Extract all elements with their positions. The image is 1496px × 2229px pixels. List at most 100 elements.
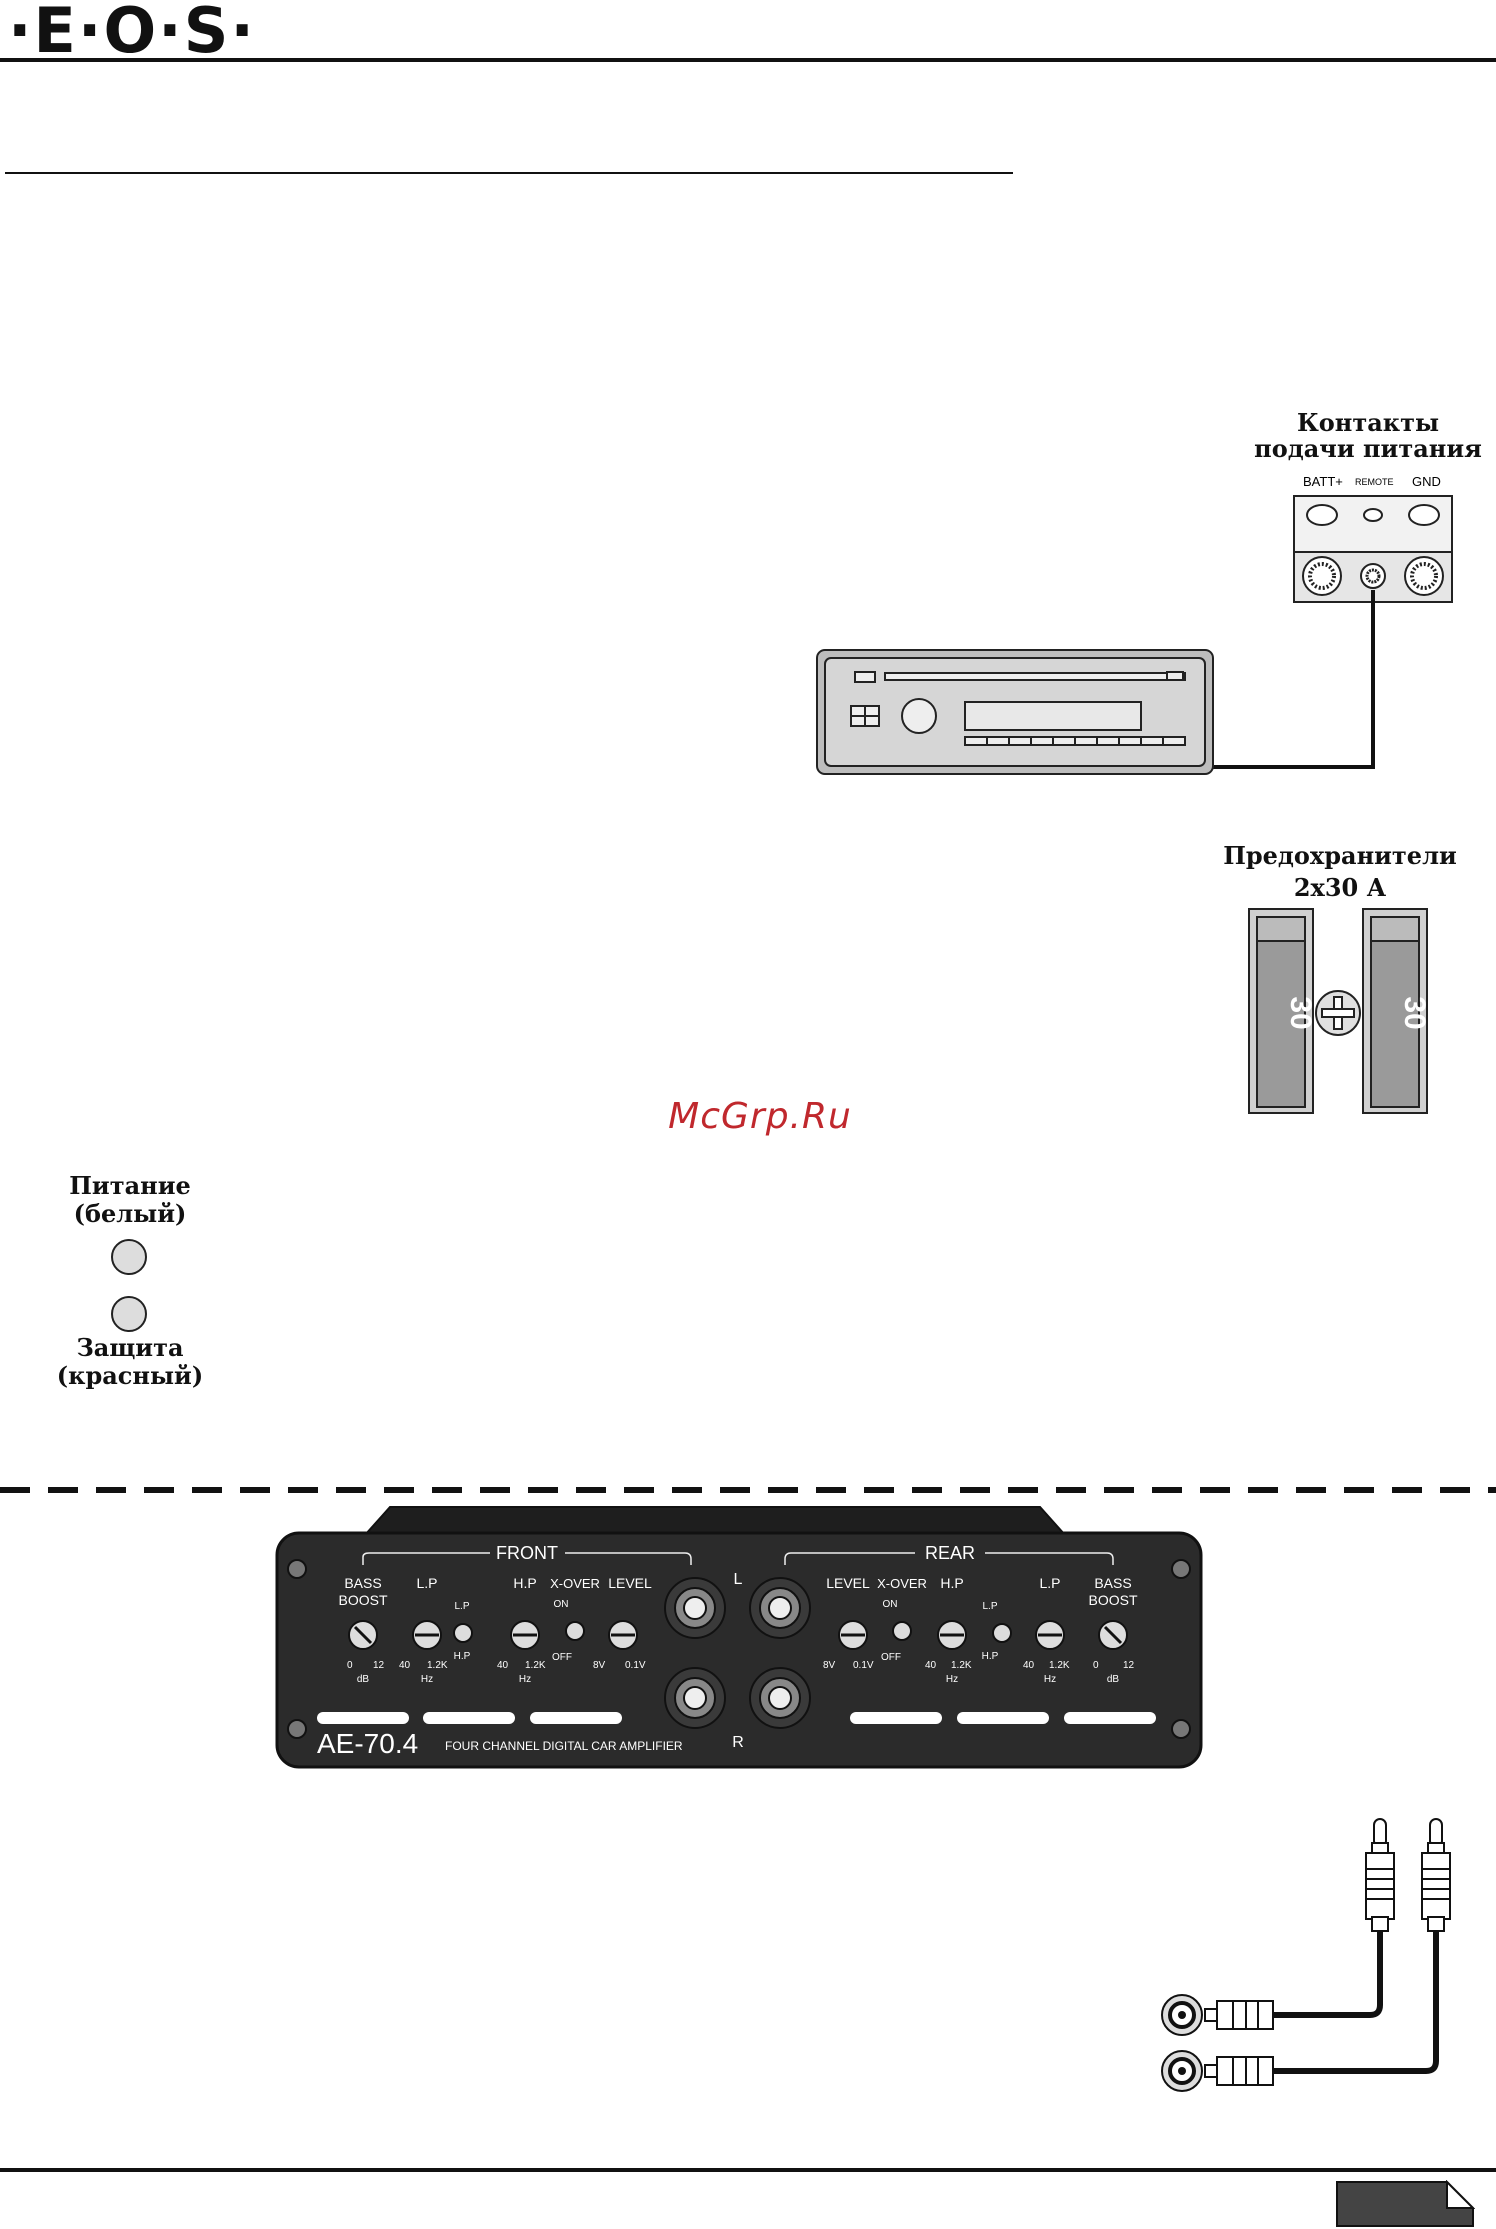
head-unit <box>816 649 1214 775</box>
rear-bass-scale-max: 12 <box>1123 1660 1135 1671</box>
front-lp-scale-unit: Hz <box>421 1674 433 1685</box>
fuse-left: 30 <box>1248 908 1317 1114</box>
rca-plug-vertical-2 <box>1421 1818 1451 1932</box>
power-led-label-line1: Питание <box>69 1171 191 1200</box>
front-lp-knob[interactable] <box>412 1620 442 1650</box>
front-bass-scale-unit: dB <box>357 1674 370 1685</box>
power-led-label-line2: (белый) <box>73 1199 187 1228</box>
front-filter-switch[interactable] <box>453 1623 473 1643</box>
front-lp-switch-label: L.P <box>454 1601 469 1612</box>
terminal-label-remote: REMOTE <box>1355 477 1394 487</box>
dashed-separator <box>0 1487 1496 1493</box>
front-lp-scale-max: 1.2K <box>427 1660 448 1671</box>
rca-front-left[interactable] <box>664 1577 726 1639</box>
rear-hp-scale-unit: Hz <box>946 1674 958 1685</box>
front-hp-scale-max: 1.2K <box>525 1660 546 1671</box>
front-bass-label-1: BASS <box>344 1575 381 1591</box>
front-level-scale-min: 8V <box>593 1660 606 1671</box>
model-description: FOUR CHANNEL DIGITAL CAR AMPLIFIER <box>445 1739 683 1753</box>
page-corner-tab <box>1336 2180 1475 2227</box>
front-xover-switch[interactable] <box>565 1621 585 1641</box>
power-terminals-title-line1: Контакты <box>1296 408 1440 437</box>
rear-level-knob[interactable] <box>838 1620 868 1650</box>
power-terminal-block: BATT+ REMOTE GND <box>1293 474 1453 603</box>
rear-filter-switch[interactable] <box>992 1623 1012 1643</box>
fuse-left-rating: 30 <box>1284 996 1317 1029</box>
front-level-knob[interactable] <box>608 1620 638 1650</box>
rear-lp-switch-label: L.P <box>982 1601 997 1612</box>
rear-xover-label: X-OVER <box>877 1576 927 1591</box>
fuses-title-line2: 2x30 А <box>1293 873 1387 902</box>
rca-cables <box>1161 1818 1451 2092</box>
front-hp-scale-unit: Hz <box>519 1674 531 1685</box>
front-label: FRONT <box>496 1543 558 1563</box>
front-bass-scale-max: 12 <box>373 1660 385 1671</box>
front-level-scale-max: 0.1V <box>625 1660 646 1671</box>
header-rule <box>0 58 1496 62</box>
rear-hp-knob[interactable] <box>937 1620 967 1650</box>
protect-led-label-line1: Защита <box>76 1333 184 1362</box>
fuses-title: Предохранители 2x30 А <box>1200 840 1480 904</box>
rca-plug-horizontal-1 <box>1161 1994 1274 2036</box>
front-hp-switch-label: H.P <box>454 1651 471 1662</box>
rca-front-right[interactable] <box>664 1667 726 1729</box>
front-lp-scale-min: 40 <box>399 1660 411 1671</box>
protect-led-label: Защита (красный) <box>40 1334 220 1390</box>
rear-off-label: OFF <box>881 1652 901 1663</box>
rear-lp-scale-min: 40 <box>1023 1660 1035 1671</box>
rear-level-scale-min: 8V <box>823 1660 836 1671</box>
rear-level-scale-max: 0.1V <box>853 1660 874 1671</box>
rear-bass-knob[interactable] <box>1098 1620 1128 1650</box>
power-led-label: Питание (белый) <box>40 1172 220 1228</box>
rear-bass-scale-unit: dB <box>1107 1674 1120 1685</box>
amplifier-panel: FRONT REAR BASS BOOST L.P H.P X-OVER LEV… <box>275 1506 1203 1769</box>
rear-label: REAR <box>925 1543 975 1563</box>
front-hp-scale-min: 40 <box>497 1660 509 1671</box>
power-terminals-title-line2: подачи питания <box>1254 434 1482 463</box>
right-channel-label: R <box>732 1734 744 1751</box>
model-label: AE-70.4 <box>317 1728 418 1759</box>
left-channel-label: L <box>734 1571 743 1588</box>
terminal-label-batt: BATT+ <box>1303 474 1343 489</box>
rear-lp-label: L.P <box>1039 1575 1060 1591</box>
fuse-screw-icon <box>1315 990 1361 1036</box>
front-hp-label: H.P <box>513 1575 536 1591</box>
rear-hp-scale-min: 40 <box>925 1660 937 1671</box>
terminal-label-gnd: GND <box>1412 474 1441 489</box>
eos-logo: ·E·O·S· <box>8 0 256 67</box>
rear-lp-knob[interactable] <box>1035 1620 1065 1650</box>
front-lp-label: L.P <box>416 1575 437 1591</box>
remote-wire <box>1212 590 1375 769</box>
protect-led-label-line2: (красный) <box>56 1361 204 1390</box>
rear-hp-scale-max: 1.2K <box>951 1660 972 1671</box>
front-bass-scale-min: 0 <box>347 1660 353 1671</box>
rca-plug-vertical-1 <box>1365 1818 1395 1932</box>
rear-bass-label-1: BASS <box>1094 1575 1131 1591</box>
fuse-pair: 30 30 <box>1248 908 1431 1114</box>
rca-rear-right[interactable] <box>749 1667 811 1729</box>
power-led <box>111 1239 147 1275</box>
rear-lp-scale-unit: Hz <box>1044 1674 1056 1685</box>
front-hp-knob[interactable] <box>510 1620 540 1650</box>
rear-level-label: LEVEL <box>826 1575 870 1591</box>
rca-plug-horizontal-2 <box>1161 2050 1274 2092</box>
watermark: McGrp.Ru <box>668 1096 852 1137</box>
fuses-title-line1: Предохранители <box>1223 841 1457 870</box>
front-on-label: ON <box>554 1599 569 1610</box>
rear-lp-scale-max: 1.2K <box>1049 1660 1070 1671</box>
fuse-right: 30 <box>1362 908 1431 1114</box>
power-terminals-title: Контакты подачи питания <box>1240 410 1496 462</box>
section-rule <box>5 172 1013 174</box>
front-off-label: OFF <box>552 1652 572 1663</box>
protect-led <box>111 1296 147 1332</box>
rear-bass-scale-min: 0 <box>1093 1660 1099 1671</box>
rear-bass-label-2: BOOST <box>1088 1592 1137 1608</box>
front-level-label: LEVEL <box>608 1575 652 1591</box>
front-bass-knob[interactable] <box>348 1620 378 1650</box>
footer-rule <box>0 2168 1496 2172</box>
fuse-right-rating: 30 <box>1398 996 1431 1029</box>
rear-hp-label: H.P <box>940 1575 963 1591</box>
rear-xover-switch[interactable] <box>892 1621 912 1641</box>
front-xover-label: X-OVER <box>550 1576 600 1591</box>
rca-rear-left[interactable] <box>749 1577 811 1639</box>
